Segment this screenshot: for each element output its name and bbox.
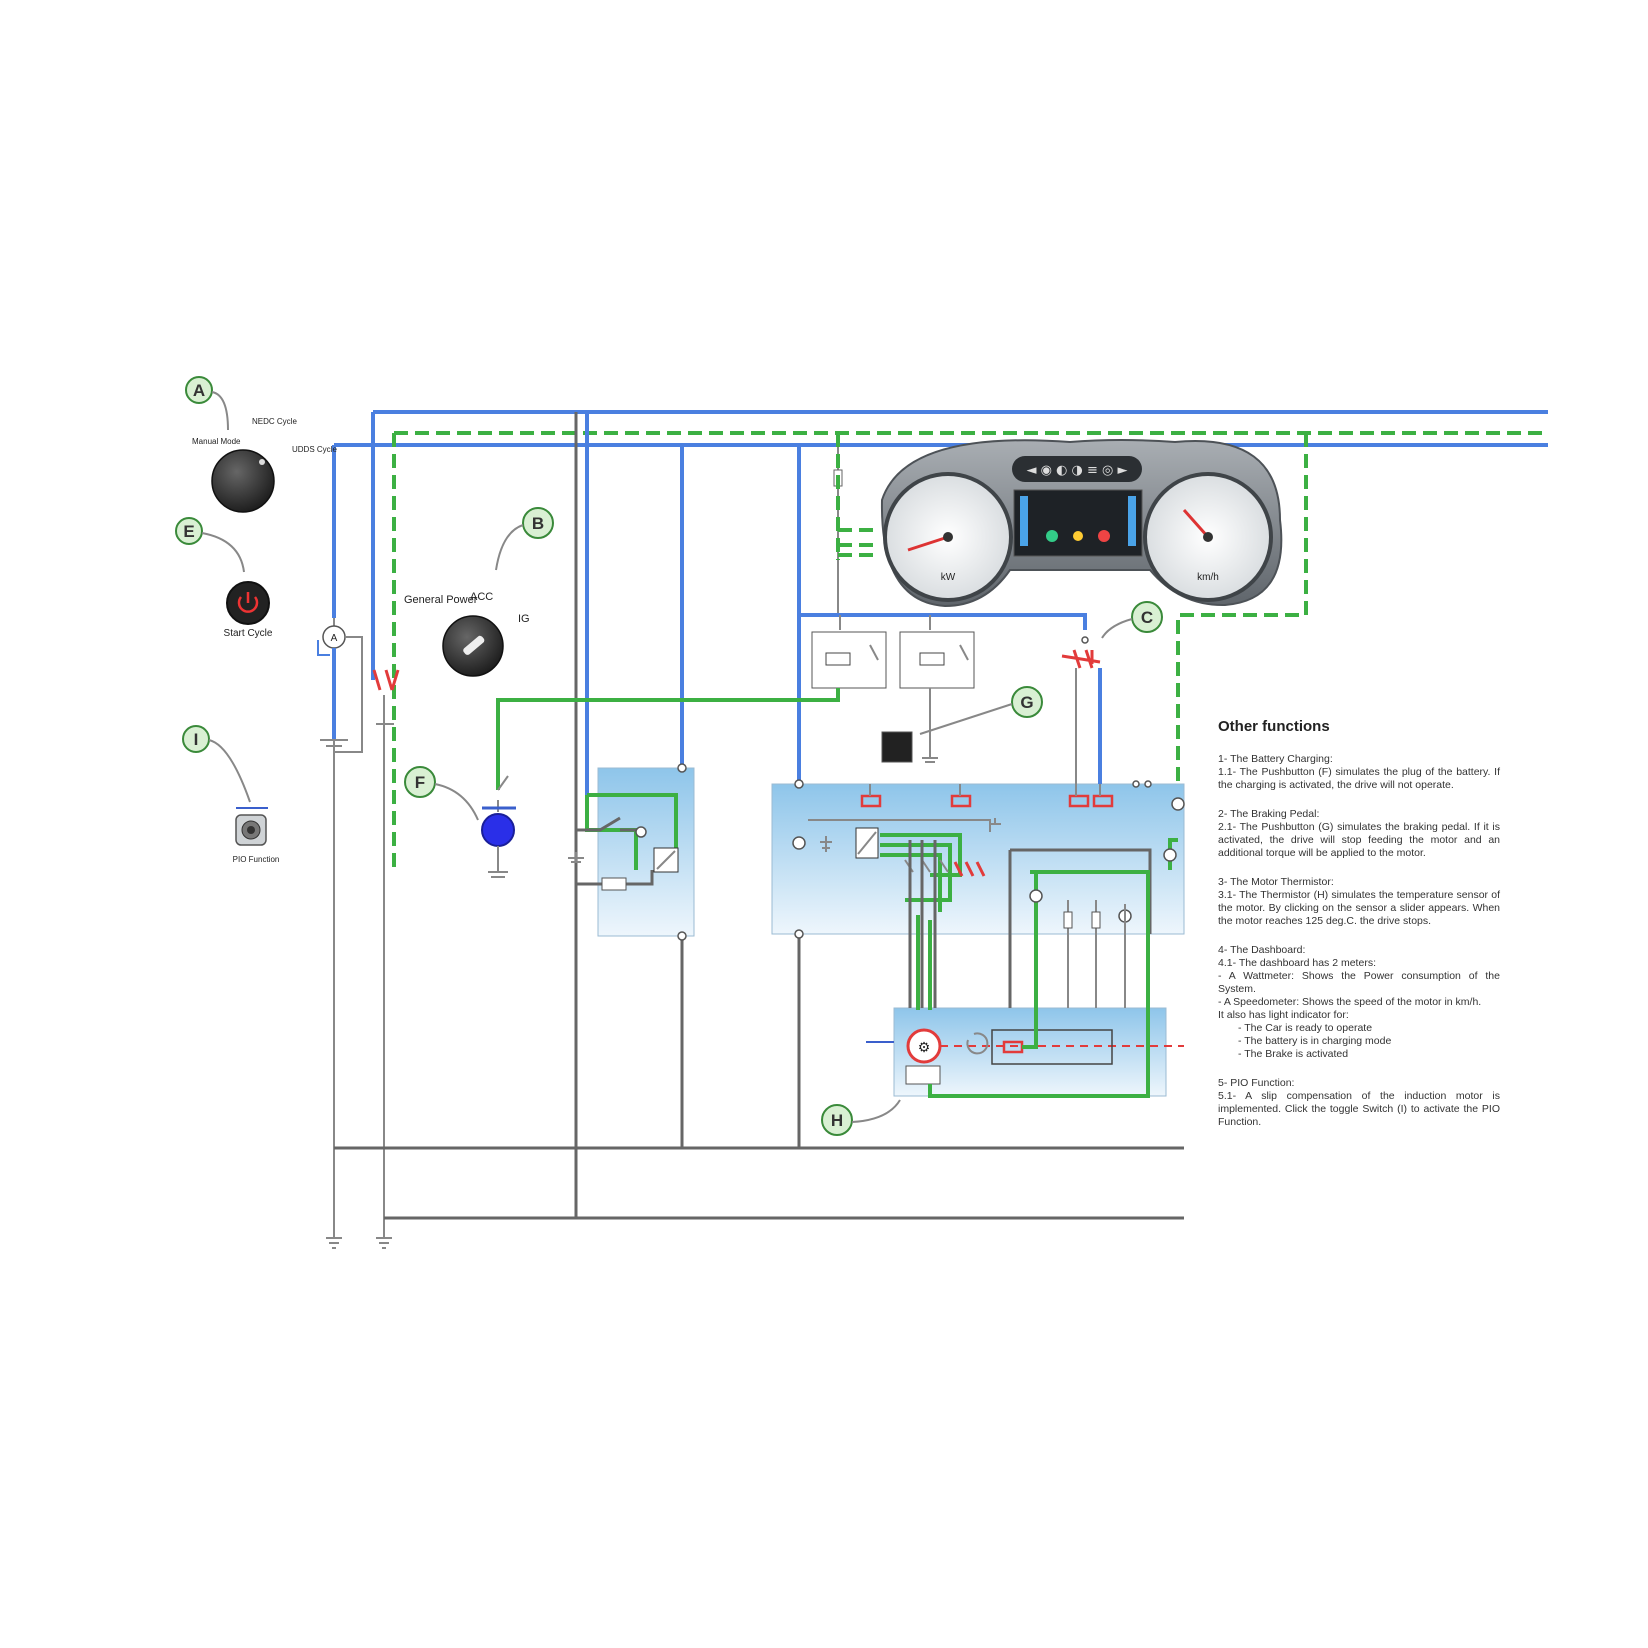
callout-a: A	[185, 376, 229, 431]
notes-heading: 3- The Motor Thermistor:	[1218, 876, 1334, 888]
speedometer-needle	[1182, 509, 1210, 538]
notes-line: 1.1- The Pushbutton (F) simulates the pl…	[1218, 766, 1500, 791]
callout-e: E	[175, 517, 245, 573]
mode-selector-knob[interactable]	[211, 449, 275, 513]
svg-text:A: A	[331, 633, 338, 644]
motor-internals[interactable]: ⚙	[866, 1008, 1184, 1098]
battery-bar	[1020, 496, 1028, 546]
ig-label: IG	[518, 613, 530, 625]
pio-function-label: PIO Function	[233, 855, 280, 864]
brake-light-icon	[1098, 530, 1110, 542]
left-meter-and-fuses: A	[317, 625, 400, 753]
svg-text:B: B	[532, 514, 544, 533]
mode-udds-label: UDDS Cycle	[292, 445, 337, 454]
wattmeter-unit: kW	[941, 572, 956, 583]
speedometer-unit: km/h	[1197, 572, 1219, 583]
svg-text:A: A	[193, 381, 205, 400]
inverter-block	[771, 783, 1185, 935]
notes-section-dashboard: 4- The Dashboard: 4.1- The dashboard has…	[1218, 944, 1500, 1061]
callout-f: F	[404, 766, 479, 821]
svg-text:I: I	[194, 730, 199, 749]
svg-text:◄ ◉ ◐ ◑ ≡ ◎ ►: ◄ ◉ ◐ ◑ ≡ ◎ ►	[1026, 463, 1127, 478]
switch-c[interactable]	[1061, 636, 1102, 784]
svg-text:H: H	[831, 1111, 843, 1130]
notes-section-battery: 1- The Battery Charging: 1.1- The Pushbu…	[1218, 753, 1500, 792]
callout-c: C	[1101, 601, 1163, 639]
notes-line: - A Wattmeter: Shows the Power consumpti…	[1218, 970, 1500, 995]
notes-line: It also has light indicator for:	[1218, 1009, 1349, 1021]
notes-heading: 2- The Braking Pedal:	[1218, 808, 1320, 820]
notes-line: - The Brake is activated	[1238, 1048, 1349, 1060]
wattmeter-needle	[907, 535, 949, 552]
mode-manual-label: Manual Mode	[192, 437, 241, 446]
brake-pushbutton-cap[interactable]	[881, 731, 913, 763]
ready-light-icon	[1046, 530, 1058, 542]
dashboard-wiring	[799, 433, 1087, 630]
svg-text:F: F	[415, 773, 425, 792]
relay-boxes	[496, 631, 975, 770]
notes-line: 5.1- A slip compensation of the inductio…	[1218, 1090, 1500, 1128]
svg-text:⚙: ⚙	[918, 1039, 931, 1055]
notes-line: 3.1- The Thermistor (H) simulates the te…	[1218, 889, 1500, 927]
inverter-internals	[792, 779, 1185, 1010]
svg-text:G: G	[1020, 693, 1033, 712]
notes-section-pio: 5- PIO Function: 5.1- A slip compensatio…	[1218, 1077, 1500, 1129]
charging-pushbutton[interactable]	[481, 770, 516, 878]
notes-line: - The battery is in charging mode	[1238, 1035, 1392, 1047]
pio-toggle-switch[interactable]	[235, 807, 268, 846]
callout-h: H	[821, 1099, 901, 1136]
power-bus	[332, 410, 1548, 870]
notes-heading: 5- PIO Function:	[1218, 1077, 1295, 1089]
start-cycle-button[interactable]	[226, 581, 270, 625]
brake-pedal-pushbutton[interactable]	[881, 688, 938, 763]
indicator-strip	[1012, 456, 1142, 482]
charging-light-icon	[1073, 531, 1083, 541]
notes-line: 4.1- The dashboard has 2 meters:	[1218, 957, 1376, 969]
callout-g: G	[919, 686, 1043, 735]
instrument-cluster: ◄ ◉ ◐ ◑ ≡ ◎ ► kW km/h	[880, 439, 1283, 608]
notes-line: 2.1- The Pushbutton (G) simulates the br…	[1218, 821, 1500, 859]
charger-internals	[568, 763, 687, 941]
mode-nedc-label: NEDC Cycle	[252, 417, 297, 426]
charging-pushbutton-cap[interactable]	[481, 813, 515, 847]
general-power-label: General Power	[404, 594, 478, 606]
notes-section-thermistor: 3- The Motor Thermistor: 3.1- The Thermi…	[1218, 876, 1500, 928]
start-cycle-label: Start Cycle	[224, 628, 273, 639]
notes-section-brake: 2- The Braking Pedal: 2.1- The Pushbutto…	[1218, 808, 1500, 860]
ignition-switch[interactable]	[442, 615, 504, 677]
acc-label: ACC	[470, 591, 493, 603]
notes-heading: 1- The Battery Charging:	[1218, 753, 1333, 765]
mode-selector[interactable]	[211, 449, 275, 513]
other-functions-notes: Other functions 1- The Battery Charging:…	[1218, 718, 1500, 1145]
callout-b: B	[495, 507, 554, 571]
svg-text:C: C	[1141, 608, 1153, 627]
notes-title: Other functions	[1218, 718, 1330, 735]
power-icon	[237, 596, 259, 613]
notes-line: - A Speedometer: Shows the speed of the …	[1218, 996, 1482, 1008]
callout-i: I	[182, 725, 251, 803]
notes-heading: 4- The Dashboard:	[1218, 944, 1306, 956]
notes-line: - The Car is ready to operate	[1238, 1022, 1373, 1034]
svg-text:E: E	[183, 522, 194, 541]
